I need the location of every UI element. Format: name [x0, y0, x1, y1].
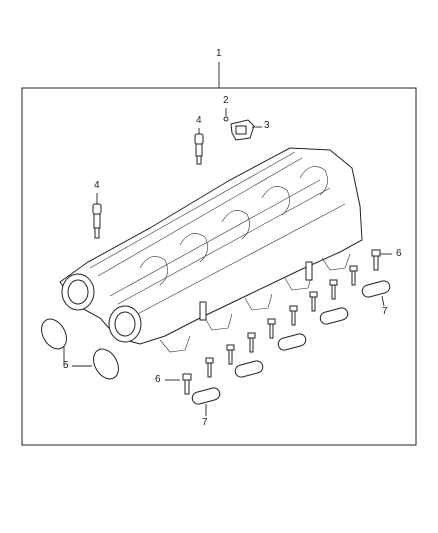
callout-7-left: 7: [202, 417, 208, 428]
callout-2: 2: [223, 95, 229, 106]
part-2-screw: [223, 108, 229, 122]
callout-6-right: 6: [396, 248, 402, 259]
part-3-sensor: [230, 119, 262, 141]
callout-6-left: 6: [155, 374, 161, 385]
part-4-injector-left: [92, 193, 102, 239]
part-4-injector-upper: [194, 128, 204, 165]
callout-4-left: 4: [94, 180, 100, 191]
part-7-port-gaskets: [191, 280, 391, 416]
manifold-body: [59, 147, 363, 353]
callout-7-right: 7: [382, 306, 388, 317]
callout-4-upper: 4: [196, 115, 202, 126]
part-5-gaskets: [41, 318, 119, 380]
callout-5: 5: [63, 360, 69, 371]
callout-3: 3: [264, 120, 270, 131]
part-6-bolts: [165, 249, 392, 395]
callout-1: 1: [216, 48, 222, 59]
